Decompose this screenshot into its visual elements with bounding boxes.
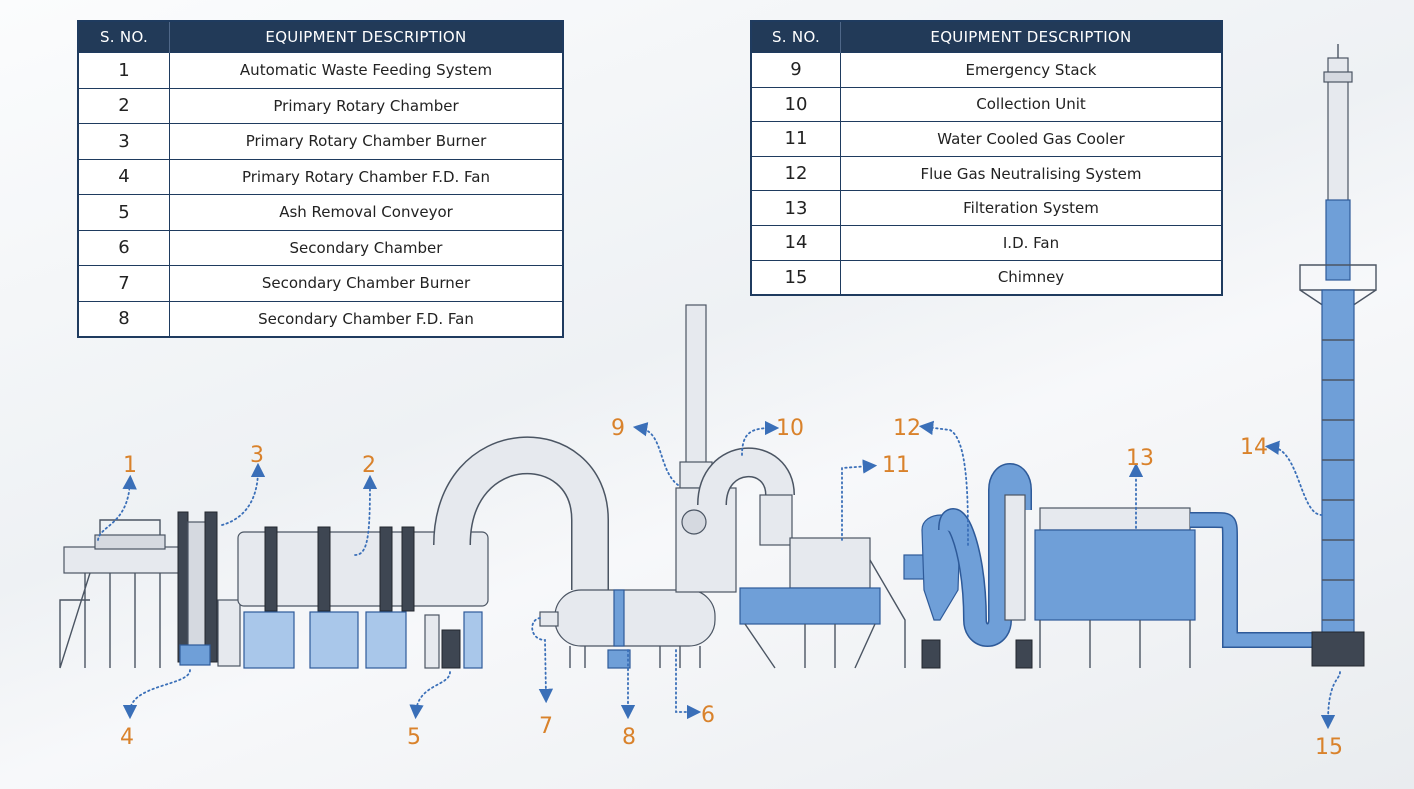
table-header-row: S. NO. EQUIPMENT DESCRIPTION xyxy=(78,21,564,53)
waste-feeding-system xyxy=(59,519,183,669)
description-cell: Water Cooled Gas Cooler xyxy=(840,121,1223,157)
callout-8: 8 xyxy=(622,725,636,750)
sno-cell: 2 xyxy=(77,87,170,124)
description-cell: Primary Rotary Chamber F.D. Fan xyxy=(169,158,564,195)
callout-4: 4 xyxy=(120,725,134,750)
description-cell: Automatic Waste Feeding System xyxy=(169,52,564,89)
callout-5: 5 xyxy=(407,725,421,750)
description-cell: Primary Rotary Chamber xyxy=(169,87,564,124)
crossover-duct xyxy=(433,436,609,590)
leader-lines xyxy=(97,420,1341,730)
secondary-chamber xyxy=(539,589,716,669)
sno-cell: 4 xyxy=(77,158,170,195)
primary-rotary-chamber xyxy=(237,526,489,669)
sno-cell: 10 xyxy=(750,86,841,123)
callout-labels: 1 2 3 4 5 6 7 8 9 10 11 12 13 14 15 xyxy=(120,416,1343,760)
description-cell: Chimney xyxy=(840,259,1223,296)
collection-unit xyxy=(697,447,795,546)
description-cell: Primary Rotary Chamber Burner xyxy=(169,123,564,160)
callout-13: 13 xyxy=(1126,446,1154,471)
sno-header: S. NO. xyxy=(78,21,170,53)
description-header: EQUIPMENT DESCRIPTION xyxy=(840,21,1223,53)
sno-cell: 7 xyxy=(77,265,170,302)
callout-2: 2 xyxy=(362,453,376,478)
sno-header: S. NO. xyxy=(751,21,841,53)
description-cell: Filteration System xyxy=(840,190,1223,226)
sno-cell: 3 xyxy=(77,123,170,160)
sno-cell: 15 xyxy=(750,259,841,296)
callout-11: 11 xyxy=(882,453,910,478)
description-cell: Secondary Chamber xyxy=(169,229,564,266)
callout-15: 15 xyxy=(1315,735,1343,760)
callout-6: 6 xyxy=(701,703,715,728)
sno-cell: 13 xyxy=(750,190,841,226)
water-cooled-gas-cooler xyxy=(739,537,906,669)
primary-burner-assembly xyxy=(177,511,241,667)
description-cell: Flue Gas Neutralising System xyxy=(840,155,1223,192)
sno-cell: 11 xyxy=(750,121,841,157)
filteration-system xyxy=(1004,494,1196,669)
table-header-row: S. NO. EQUIPMENT DESCRIPTION xyxy=(751,21,1223,53)
id-fan-duct xyxy=(1190,512,1320,648)
description-header: EQUIPMENT DESCRIPTION xyxy=(169,21,564,53)
callout-3: 3 xyxy=(250,443,264,468)
callout-1: 1 xyxy=(123,453,137,478)
emergency-stack xyxy=(675,304,737,593)
flue-gas-neutralising-system xyxy=(903,463,1032,669)
callout-7: 7 xyxy=(539,714,553,739)
callout-12: 12 xyxy=(893,416,921,441)
callout-14: 14 xyxy=(1240,435,1268,460)
description-cell: Ash Removal Conveyor xyxy=(169,194,564,231)
callout-9: 9 xyxy=(611,416,625,441)
callout-10: 10 xyxy=(776,416,804,441)
description-cell: Secondary Chamber F.D. Fan xyxy=(169,300,564,338)
sno-cell: 8 xyxy=(77,300,170,338)
chimney xyxy=(1299,44,1377,667)
description-cell: Secondary Chamber Burner xyxy=(169,265,564,302)
